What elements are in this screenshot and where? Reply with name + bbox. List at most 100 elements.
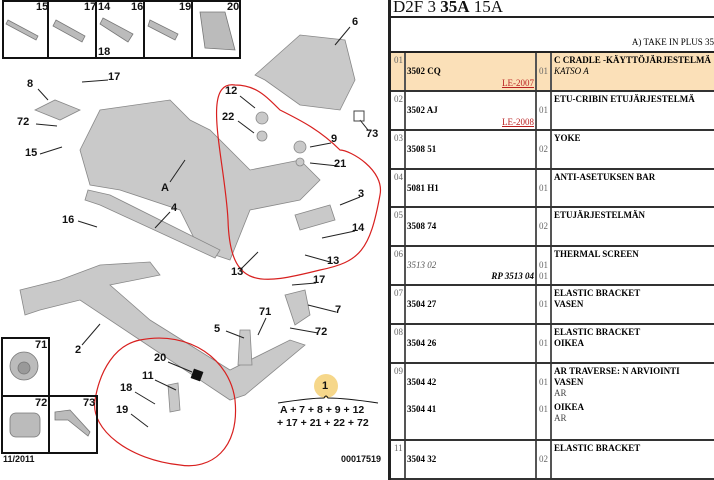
inset-box-73: [48, 395, 98, 454]
callout: 12: [225, 85, 238, 97]
table-cell: 3508 51: [407, 144, 437, 154]
table-cell: 01: [539, 377, 548, 387]
table-row[interactable]: 11 3504 32 02 ELASTIC BRACKET: [391, 441, 714, 480]
table-cell: ANTI-ASETUKSEN BAR: [554, 172, 656, 182]
table-cell: 3508 74: [407, 221, 437, 231]
table-cell: 15A: [469, 0, 504, 16]
callout: 21: [334, 158, 347, 170]
label: 15: [36, 1, 49, 13]
table-cell: 01: [391, 53, 406, 90]
bracket-5: [237, 329, 253, 366]
table-cell: 07: [391, 286, 406, 323]
table-cell: 3504 41: [407, 404, 437, 414]
table-cell: 5081 H1: [407, 183, 439, 193]
callout: A: [161, 182, 169, 194]
label: 17: [84, 1, 97, 13]
label: 73: [83, 397, 96, 409]
table-cell: 01: [539, 105, 548, 115]
table-cell: ELASTIC BRACKET: [554, 443, 641, 453]
callout: 17: [108, 71, 121, 83]
table-cell: KATSO A: [554, 66, 589, 76]
bracket-11: [167, 382, 181, 413]
label: 19: [179, 1, 192, 13]
table-row[interactable]: 09 3504 42 3504 41 01 01 AR TRAVERSE: N AR…: [391, 364, 714, 441]
callout: 18: [120, 382, 133, 394]
table-cell: 3504 32: [407, 454, 437, 464]
table-cell: 09: [391, 364, 406, 439]
link-le-2008[interactable]: LE-2008: [502, 117, 534, 127]
label: 71: [35, 339, 48, 351]
label: 14: [98, 1, 111, 13]
callout: 11: [142, 370, 154, 382]
diagram-drawing: [5, 11, 381, 467]
table-cell: 3504 27: [407, 299, 437, 309]
table-cell: VASEN: [554, 299, 584, 309]
table-cell: 01: [539, 299, 548, 309]
table-cell: AR: [554, 388, 567, 398]
table-cell: AR TRAVERSE: N ARVIOINTI: [554, 366, 680, 376]
table-cell: 04: [391, 170, 406, 206]
table-cell: RP 3513 04: [491, 271, 534, 281]
page-title: D2F 3 35A 15A: [393, 0, 503, 17]
exploded-parts-diagram: 15 17 14 16 18 19 20 6 17 8 12 22 9 73 7…: [1, 0, 382, 467]
table-cell: 01: [539, 338, 548, 348]
anti-roll-bar: [84, 189, 221, 259]
table-cell: 35A: [440, 0, 470, 16]
callout: 7: [335, 304, 342, 316]
callout: 5: [214, 323, 221, 335]
callout: 17: [313, 274, 326, 286]
table-cell: THERMAL SCREEN: [554, 249, 639, 259]
kit-formula-2: + 17 + 21 + 22 + 72: [277, 417, 369, 429]
callout: 16: [62, 214, 75, 226]
callout: 22: [222, 111, 235, 123]
table-cell: 02: [391, 92, 406, 129]
callout: 72: [17, 116, 30, 128]
callout: 14: [352, 222, 365, 234]
table-cell: 01: [539, 271, 548, 281]
table-cell: 11: [391, 441, 406, 478]
front-cradle: [79, 99, 321, 261]
table-cell: C CRADLE -KÄYTTÖJÄRJESTELMÄ: [554, 55, 712, 65]
table-cell: 3504 42: [407, 377, 437, 387]
table-cell: VASEN: [554, 377, 584, 387]
part-box-20: [191, 0, 241, 59]
bracket-7: [284, 289, 311, 326]
bracket-8: [34, 99, 81, 121]
table-cell: 05: [391, 208, 406, 245]
kit-badge: 1: [322, 380, 329, 392]
callout: 6: [352, 16, 359, 28]
callout: 73: [366, 128, 379, 140]
table-cell: 01: [539, 404, 548, 414]
callout: 71: [259, 306, 272, 318]
table-row[interactable]: 05 3508 74 02 ETUJÄRJESTELMÄN: [391, 208, 714, 247]
red-circle-lower: [94, 337, 237, 467]
callout: 3: [358, 188, 365, 200]
table-cell: 01: [539, 66, 548, 76]
label: 20: [227, 1, 240, 13]
table-cell: ELASTIC BRACKET: [554, 327, 641, 337]
table-cell: 01: [539, 260, 548, 270]
label: 18: [98, 46, 111, 58]
table-row[interactable]: 04 5081 H1 01 ANTI-ASETUKSEN BAR: [391, 170, 714, 208]
table-cell: ELASTIC BRACKET: [554, 288, 641, 298]
table-cell: 08: [391, 325, 406, 362]
rear-crossmember: [19, 261, 306, 401]
diagram-ref: 00017519: [341, 454, 382, 464]
callout: 2: [75, 344, 82, 356]
table-cell: ETU-CRIBIN ETUJÄRJESTELMÄ: [554, 94, 695, 104]
table-row[interactable]: 03 3508 51 02 YOKE: [391, 131, 714, 170]
label: 16: [131, 1, 144, 13]
table-cell: 01: [539, 183, 548, 193]
table-cell: 02: [539, 221, 548, 231]
table-cell: YOKE: [554, 133, 581, 143]
callout: 9: [331, 133, 338, 145]
link-le-2007[interactable]: LE-2007: [502, 78, 534, 88]
table-cell: OIKEA: [554, 402, 585, 412]
red-circle-upper: [216, 84, 381, 280]
callout: 20: [154, 352, 167, 364]
